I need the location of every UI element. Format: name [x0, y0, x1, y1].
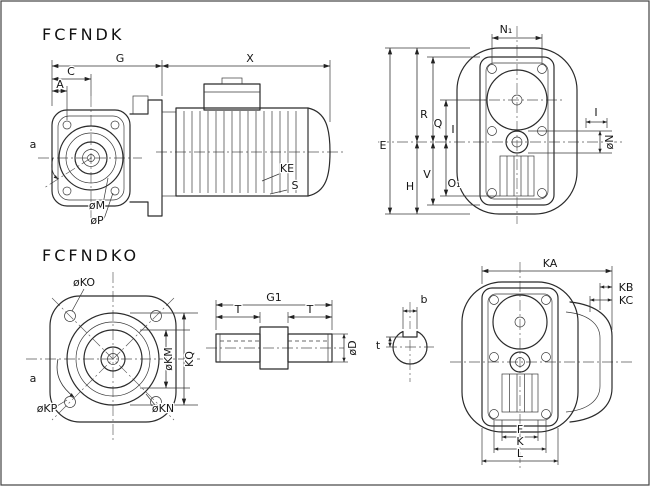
- dim-label-kq: KQ: [183, 351, 196, 367]
- key-section-view: b t: [375, 292, 434, 382]
- dim-label-t-right: T: [306, 303, 314, 316]
- dim-label-q: Q: [434, 117, 443, 130]
- dim-label-kc: KC: [619, 294, 634, 307]
- dim-label-t-left: T: [234, 303, 242, 316]
- dim-label-t: t: [376, 339, 381, 352]
- dim-label-k: K: [516, 435, 524, 448]
- dim-label-l: L: [517, 447, 524, 460]
- dim-label-h: H: [406, 180, 414, 193]
- dim-label-v: V: [423, 168, 431, 181]
- page-title-fcfndk: FCFNDK: [42, 25, 124, 44]
- dim-label-g1: G1: [266, 291, 282, 304]
- dim-label-g: G: [116, 52, 125, 65]
- dim-label-dia-km: øKM: [162, 347, 175, 370]
- dim-label-a-dim: A: [56, 78, 64, 91]
- rear-view: KA KB KC F K L: [450, 256, 635, 470]
- page-title-fcfndko: FCFNDKO: [42, 246, 139, 265]
- dim-label-s: S: [292, 179, 299, 192]
- dim-label-c: C: [67, 65, 75, 78]
- dim-label-dia-p: øP: [90, 214, 104, 227]
- dim-label-angle: a: [30, 138, 37, 151]
- front-view: N₁ E R H Q V I O₁ I øN: [378, 22, 622, 224]
- dim-label-i-upper: I: [451, 123, 454, 136]
- dim-label-o1: O₁: [447, 177, 460, 190]
- dim-label-i-right: I: [594, 106, 597, 119]
- shaft-view: G1 T T øD: [206, 290, 360, 370]
- dim-label-x: X: [246, 52, 254, 65]
- dim-label-angle2: a: [30, 372, 37, 385]
- side-view: C A G X KE S øM øP a: [28, 51, 344, 228]
- flange-view: øKO øKM KQ øKP øKN a: [26, 272, 200, 442]
- dim-label-ka: KA: [543, 257, 558, 270]
- dim-label-dia-n: øN: [603, 135, 616, 150]
- dim-label-n1: N₁: [500, 23, 513, 36]
- dim-label-dia-m: øM: [89, 199, 105, 212]
- dim-label-r: R: [420, 108, 428, 121]
- dim-label-dia-d: øD: [346, 340, 359, 355]
- dim-label-f: F: [517, 423, 523, 436]
- dim-label-kb: KB: [619, 281, 634, 294]
- dim-label-dia-ko: øKO: [73, 276, 95, 289]
- dim-label-b: b: [421, 293, 428, 306]
- dim-label-dia-kn: øKN: [152, 402, 174, 415]
- dim-label-e: E: [380, 139, 387, 152]
- dim-label-dia-kp: øKP: [37, 402, 58, 415]
- dim-label-ke: KE: [280, 162, 294, 175]
